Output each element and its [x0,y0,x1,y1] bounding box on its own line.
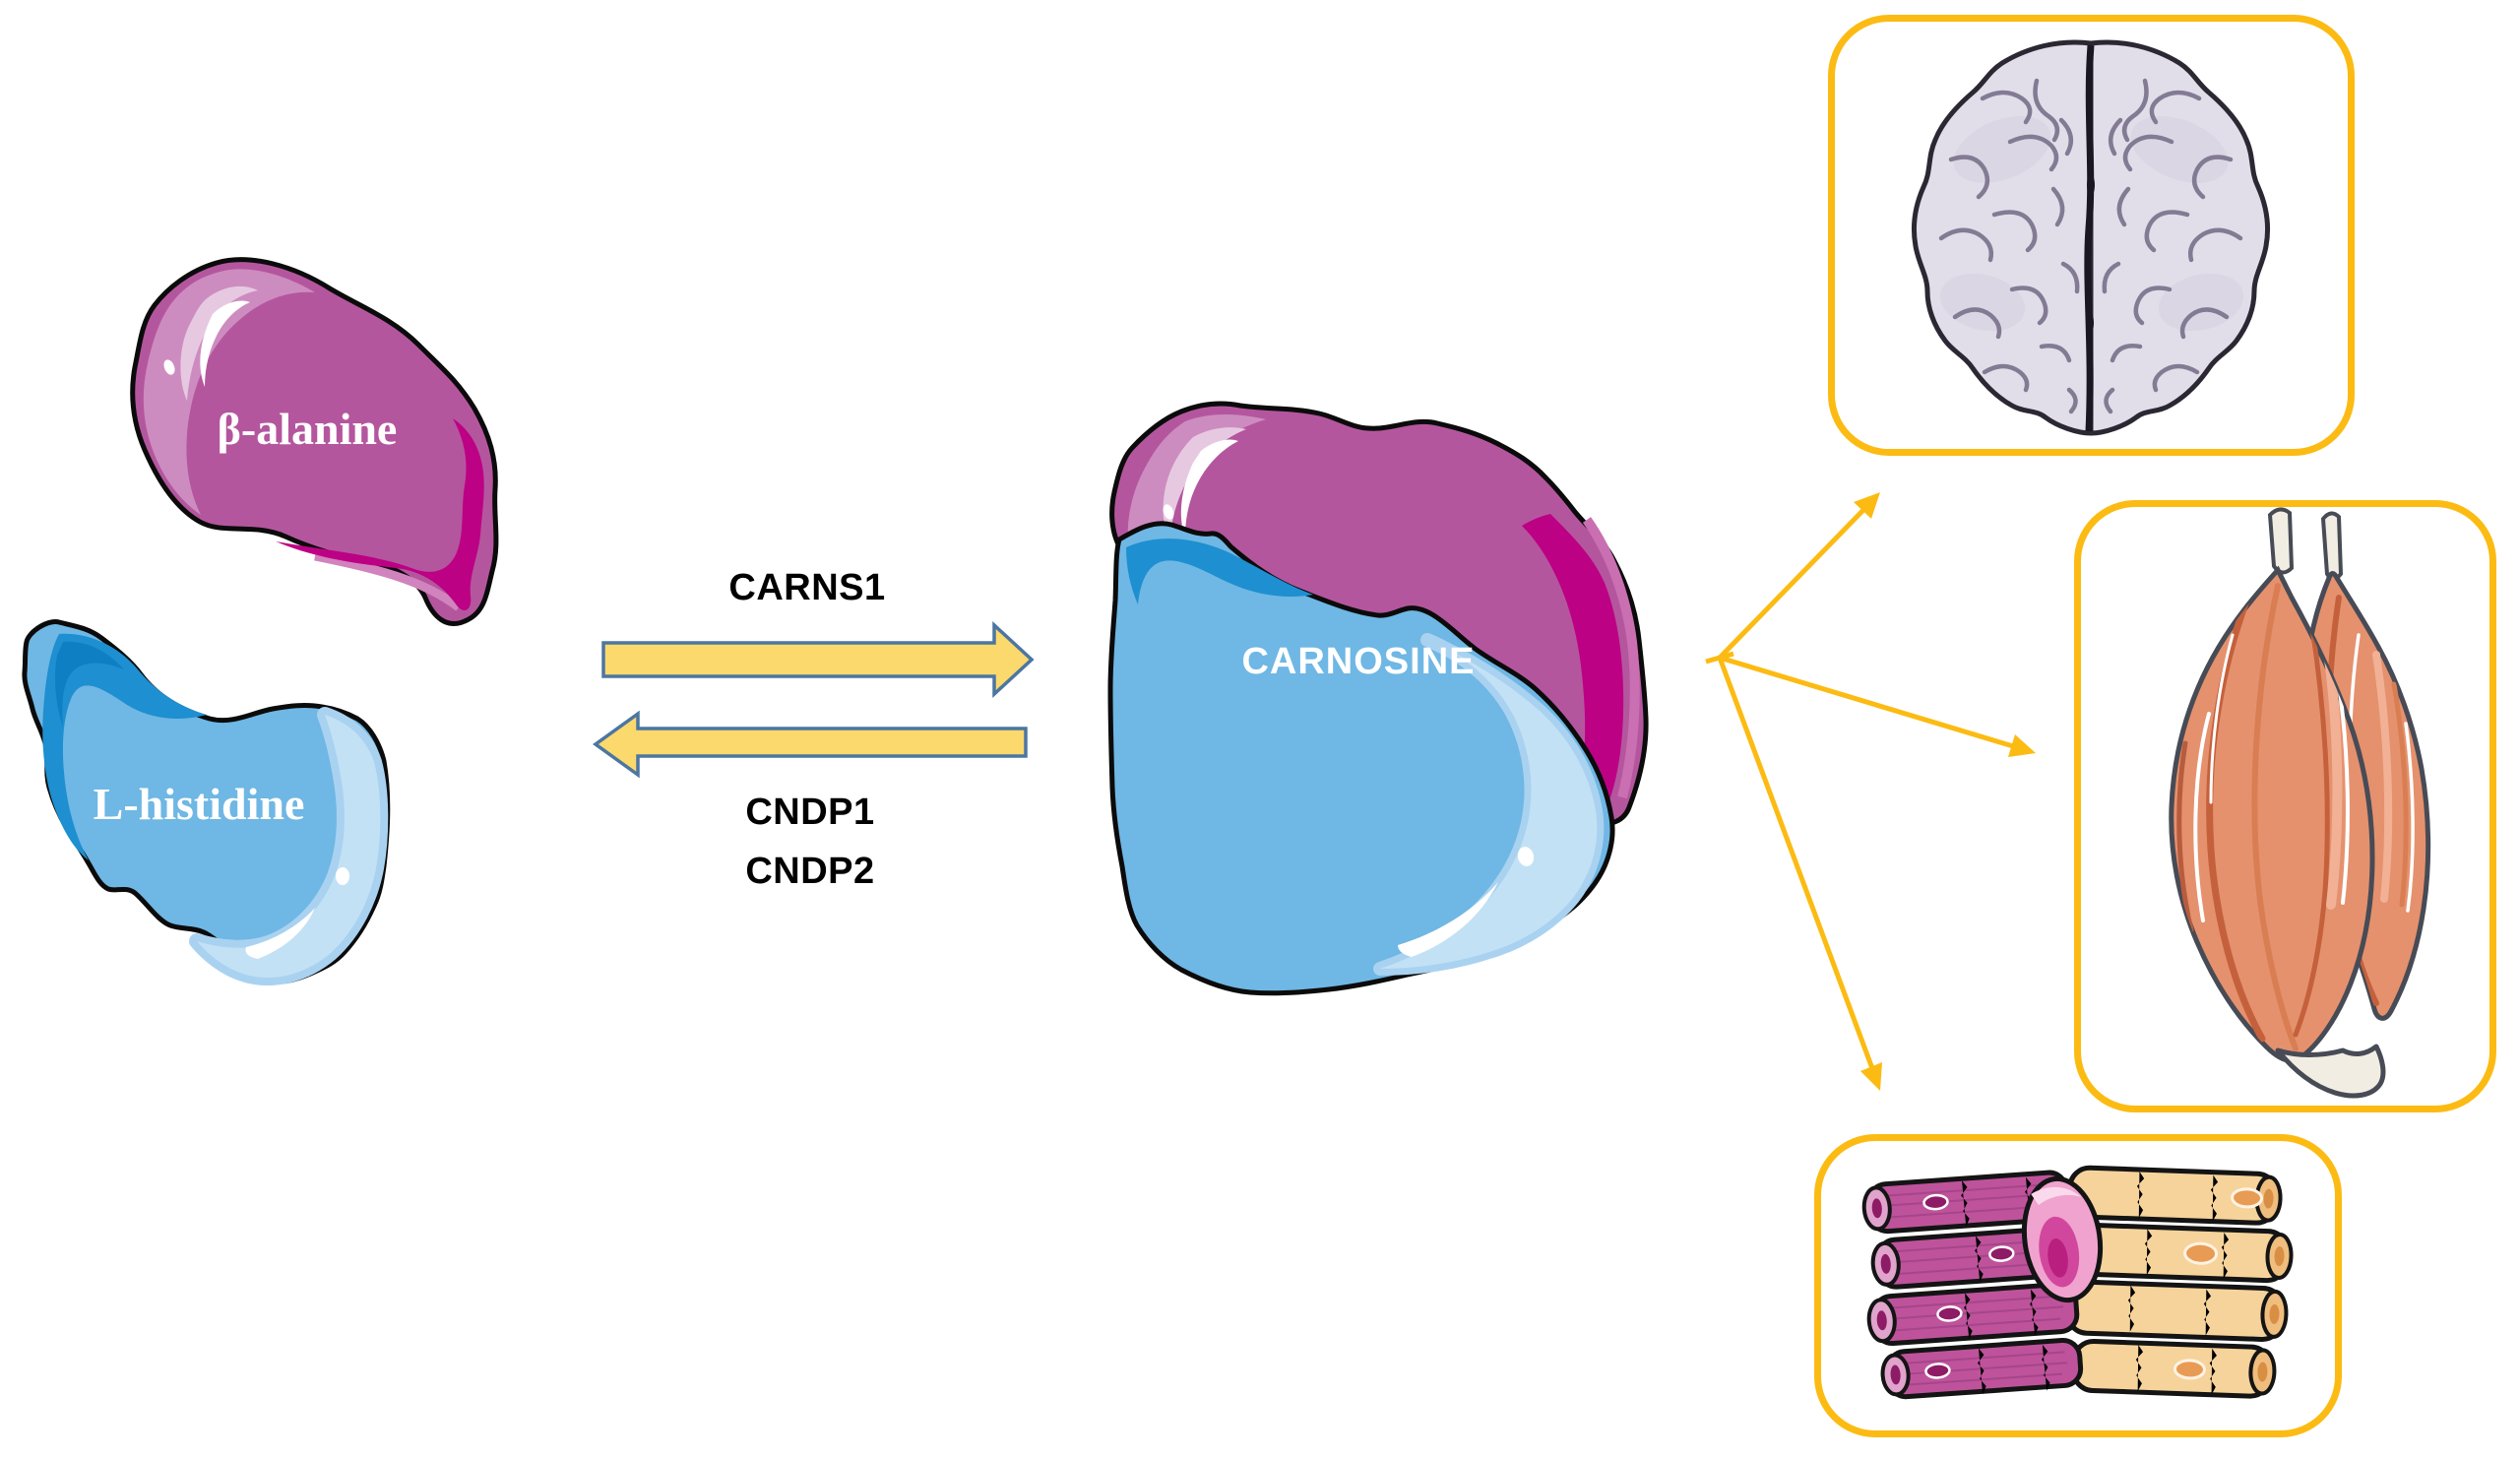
brain-icon [1911,39,2271,436]
cardiac-muscle-tissue-icon [1861,1165,2294,1400]
reverse-arrow [593,710,1028,779]
arrow-origin-tick [1705,651,1734,665]
arrowhead-cardiac-muscle [1860,1062,1882,1091]
beta-alanine-label: β-alanine [217,404,398,454]
brain-sulci [1938,78,2243,414]
arrowhead-brain [1854,492,1880,519]
arrow-to-brain [1718,508,1865,660]
carns1-label: CARNS1 [728,567,886,608]
cndp1-label: CNDP1 [745,792,875,833]
brain-target-box [1828,15,2355,456]
carnosine-blob [1107,401,1649,996]
brain-midline [2084,44,2095,432]
skeletal-muscle-icon [2169,507,2431,1099]
skeletal-muscle-target-box [2074,500,2496,1112]
arrow-to-cardiac-muscle [1717,657,1876,1072]
target-arrows [1705,492,2036,1091]
reaction-arrows [593,621,1035,779]
arrow-to-skeletal-muscle [1719,655,2014,749]
cut-face [2021,1175,2104,1303]
carnosine-label: CARNOSINE [1241,641,1476,682]
forward-arrow [601,621,1035,698]
arrowhead-skeletal-muscle [2008,734,2036,757]
cardiac-muscle-target-box [1814,1134,2342,1437]
l-histidine-blob [22,619,391,985]
beta-alanine-blob [130,257,499,626]
cndp2-label: CNDP2 [745,851,875,892]
l-histidine-label: L-histidine [93,779,305,829]
